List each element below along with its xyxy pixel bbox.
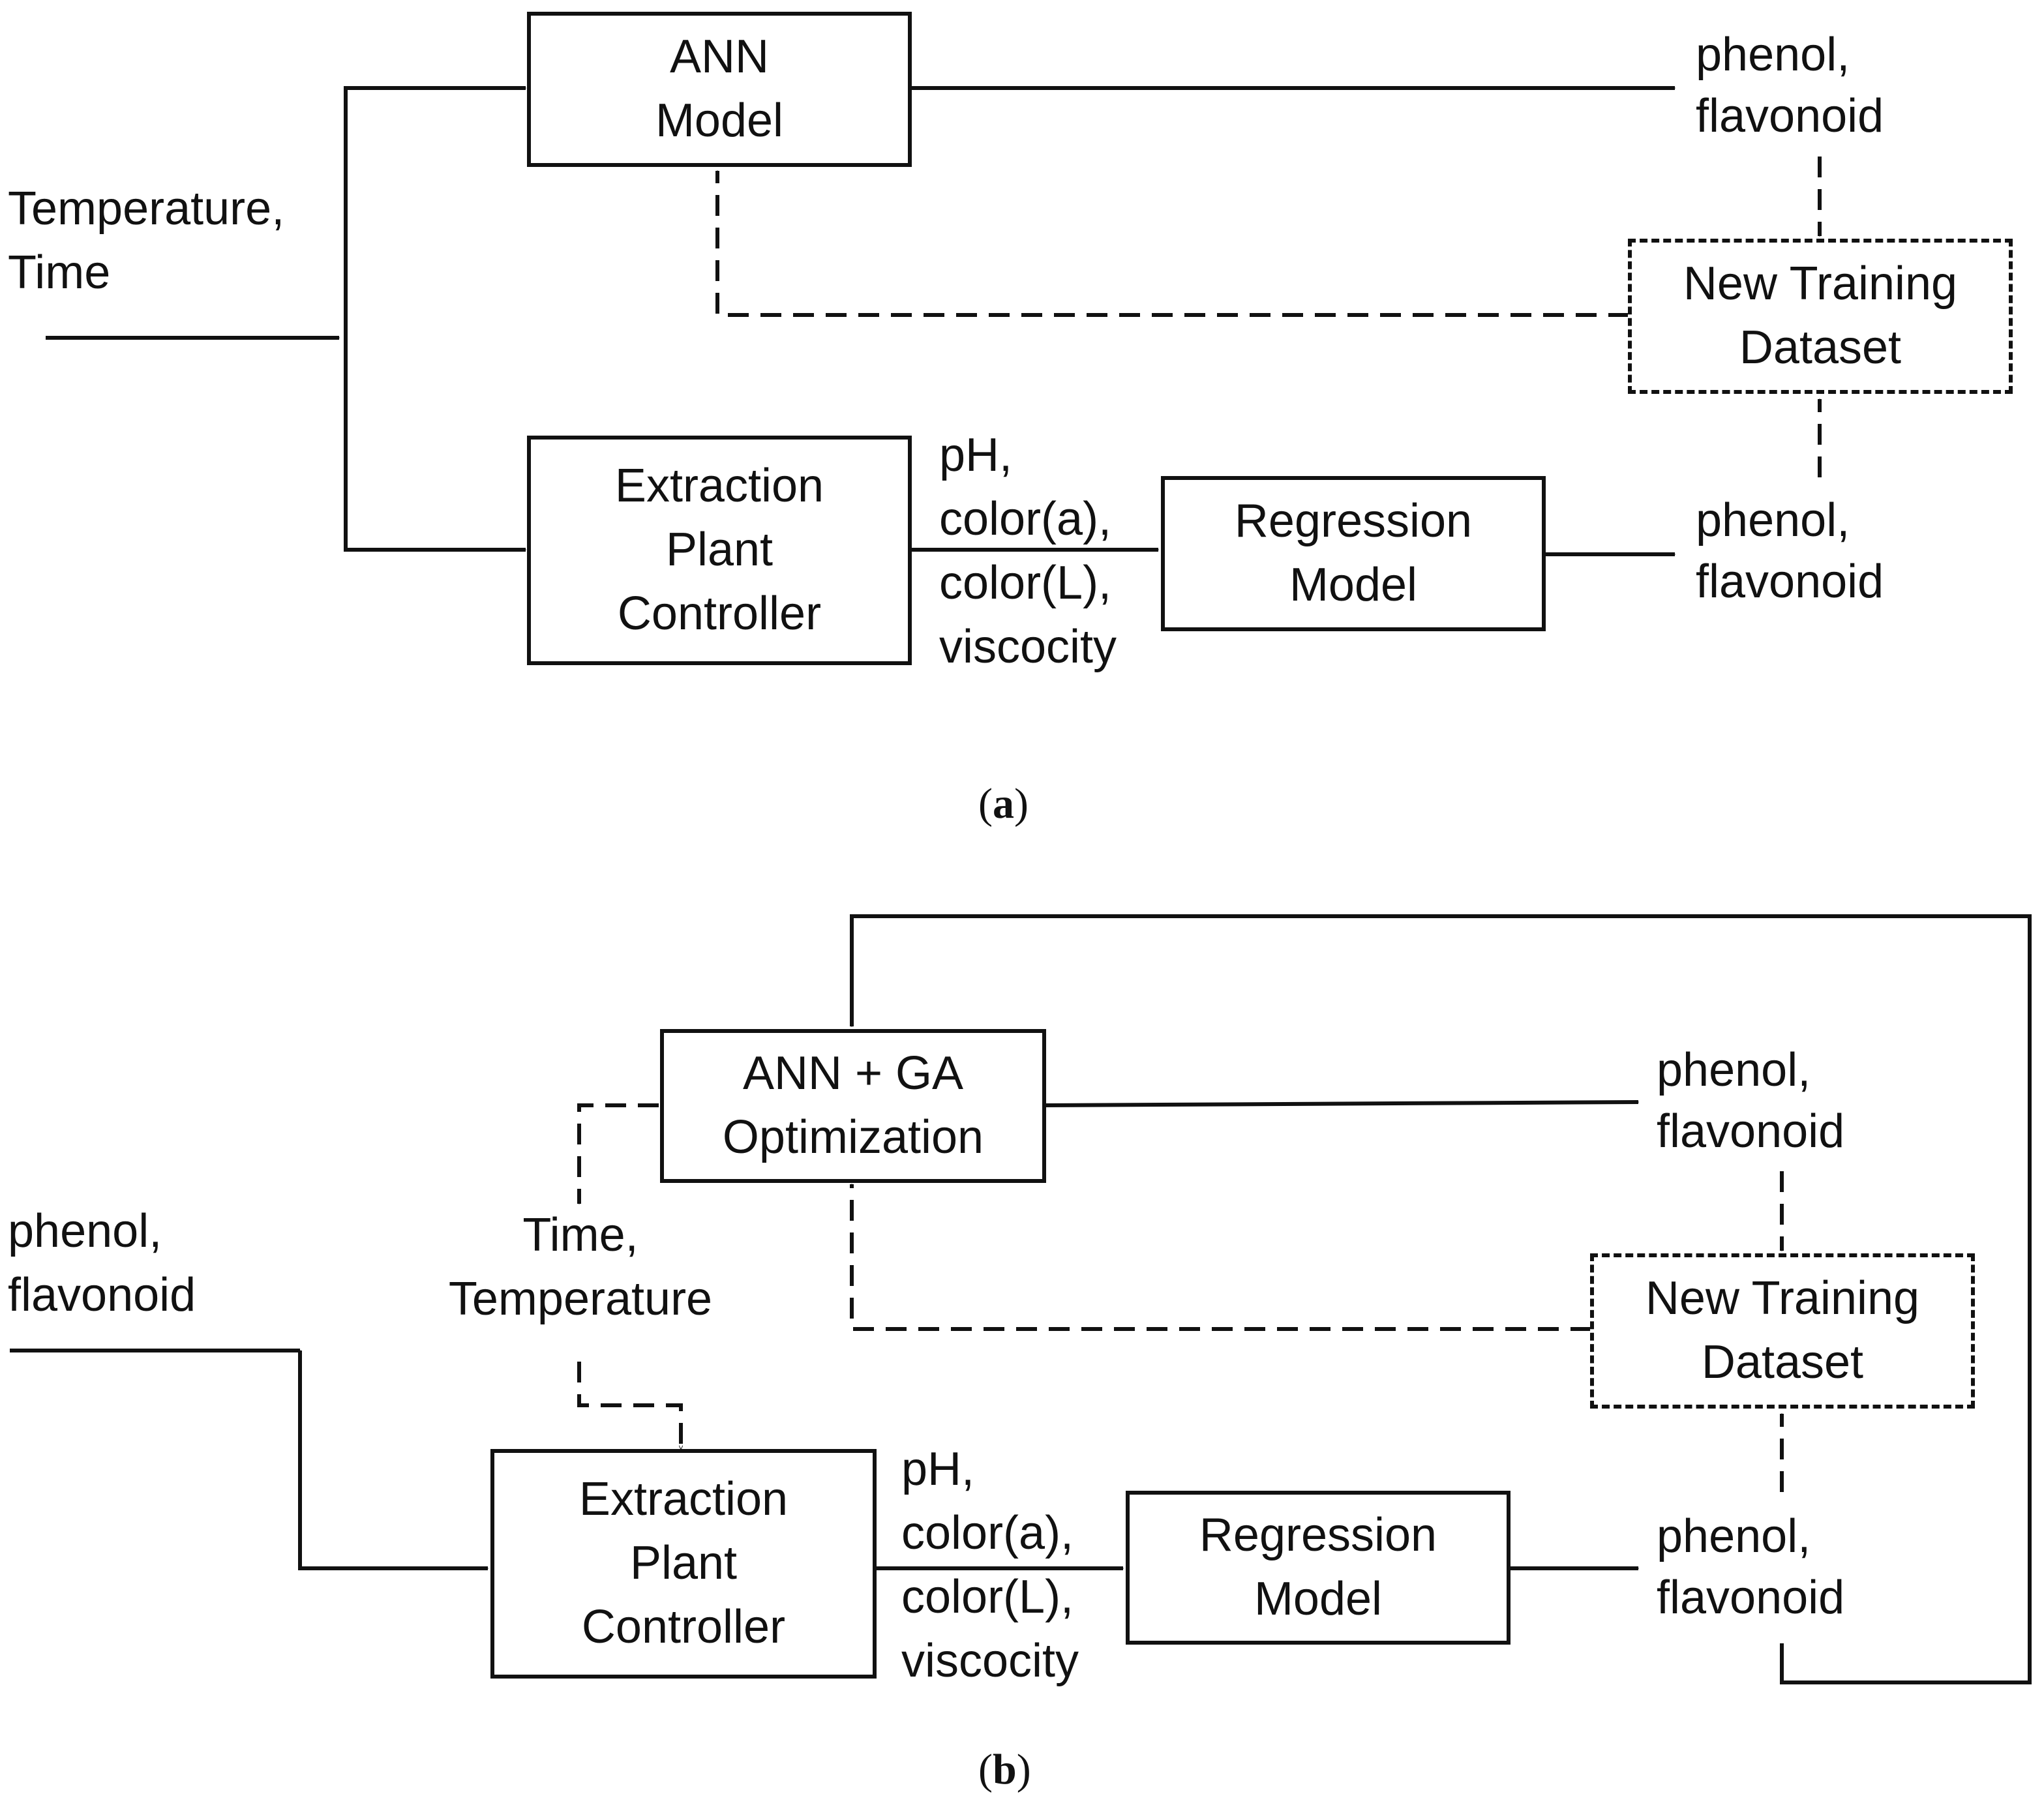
b-setpoints-label: Time, Temperature: [448, 1209, 713, 1325]
a-input-label: Temperature, Time: [8, 183, 285, 299]
b-output-loop-back: [850, 914, 2032, 1684]
a-ann-model-box: ANN Model: [527, 12, 912, 167]
b-optimizer-to-setpoints-arrow: [577, 1103, 659, 1204]
a-new-training-dataset-label: New Training Dataset: [1683, 258, 1958, 374]
b-measurements-label: pH, color(a), color(L), viscocity: [901, 1443, 1079, 1687]
b-caption-letter: b: [992, 1746, 1017, 1793]
b-new-training-dataset-box: New Training Dataset: [1590, 1253, 1975, 1409]
b-setpoints-to-plant-arrow: [577, 1362, 683, 1449]
b-caption: (b): [978, 1746, 1031, 1793]
a-extraction-plant-controller-label: Extraction Plant Controller: [614, 460, 824, 640]
a-regression-model-box: Regression Model: [1161, 476, 1546, 631]
b-extraction-plant-controller-box: Extraction Plant Controller: [490, 1449, 877, 1679]
a-ann-output-label: phenol, flavonoid: [1696, 29, 1884, 142]
b-regression-model-box: Regression Model: [1126, 1491, 1510, 1645]
b-dataset-to-optimizer-feedback: [850, 1184, 1591, 1331]
b-regression-output-label: phenol, flavonoid: [1657, 1510, 1845, 1624]
a-new-training-dataset-box: New Training Dataset: [1628, 239, 2013, 394]
b-optimizer-to-output-arrow: [1043, 1102, 1638, 1107]
a-ann-model-label: ANN Model: [655, 31, 784, 147]
a-branch-to-ann: [344, 86, 526, 338]
b-new-training-dataset-label: New Training Dataset: [1645, 1272, 1920, 1388]
b-ann-ga-optimization-label: ANN + GA Optimization: [722, 1047, 984, 1163]
b-optimizer-output-label: phenol, flavonoid: [1657, 1044, 1845, 1157]
a-caption-letter: a: [992, 780, 1014, 828]
a-measurements-label: pH, color(a), color(L), viscocity: [939, 429, 1117, 673]
a-regression-output-label: phenol, flavonoid: [1696, 494, 1884, 608]
a-extraction-plant-controller-box: Extraction Plant Controller: [527, 436, 912, 665]
b-input-label: phenol, flavonoid: [8, 1205, 196, 1321]
a-caption: (a): [978, 780, 1029, 828]
b-ann-ga-optimization-box: ANN + GA Optimization: [660, 1029, 1046, 1183]
b-extraction-plant-controller-label: Extraction Plant Controller: [579, 1473, 789, 1653]
b-input-to-plant: [298, 1351, 488, 1570]
a-regression-model-label: Regression Model: [1234, 495, 1473, 611]
a-dataset-to-ann-feedback: [715, 171, 1629, 317]
a-branch-to-plant: [344, 338, 526, 552]
b-regression-model-label: Regression Model: [1199, 1509, 1437, 1625]
